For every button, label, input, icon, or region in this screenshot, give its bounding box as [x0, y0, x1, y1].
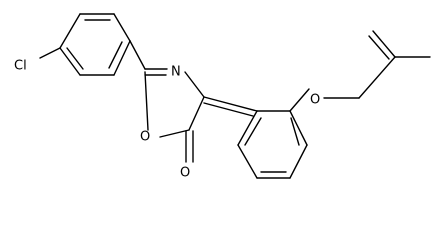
aryl-oxazolone-link [129, 40, 146, 70]
ring-nitrogen-label: N [171, 65, 181, 80]
chlorine-substituent: Cl [14, 47, 61, 74]
benzylidene-ring [237, 110, 308, 179]
ring-oxygen-label: O [140, 130, 150, 145]
exocyclic-double-bond [203, 96, 258, 117]
carbonyl-oxygen-label: O [180, 166, 190, 181]
oxazolone-ring: N O [140, 65, 205, 145]
methallyl-ether-chain: O [289, 30, 431, 112]
carbonyl-group: O [180, 130, 194, 181]
molecular-structure: Cl N O O O [14, 13, 431, 181]
chlorophenyl-ring [59, 13, 131, 76]
ether-oxygen-label: O [310, 93, 320, 108]
chlorine-label: Cl [14, 59, 27, 74]
